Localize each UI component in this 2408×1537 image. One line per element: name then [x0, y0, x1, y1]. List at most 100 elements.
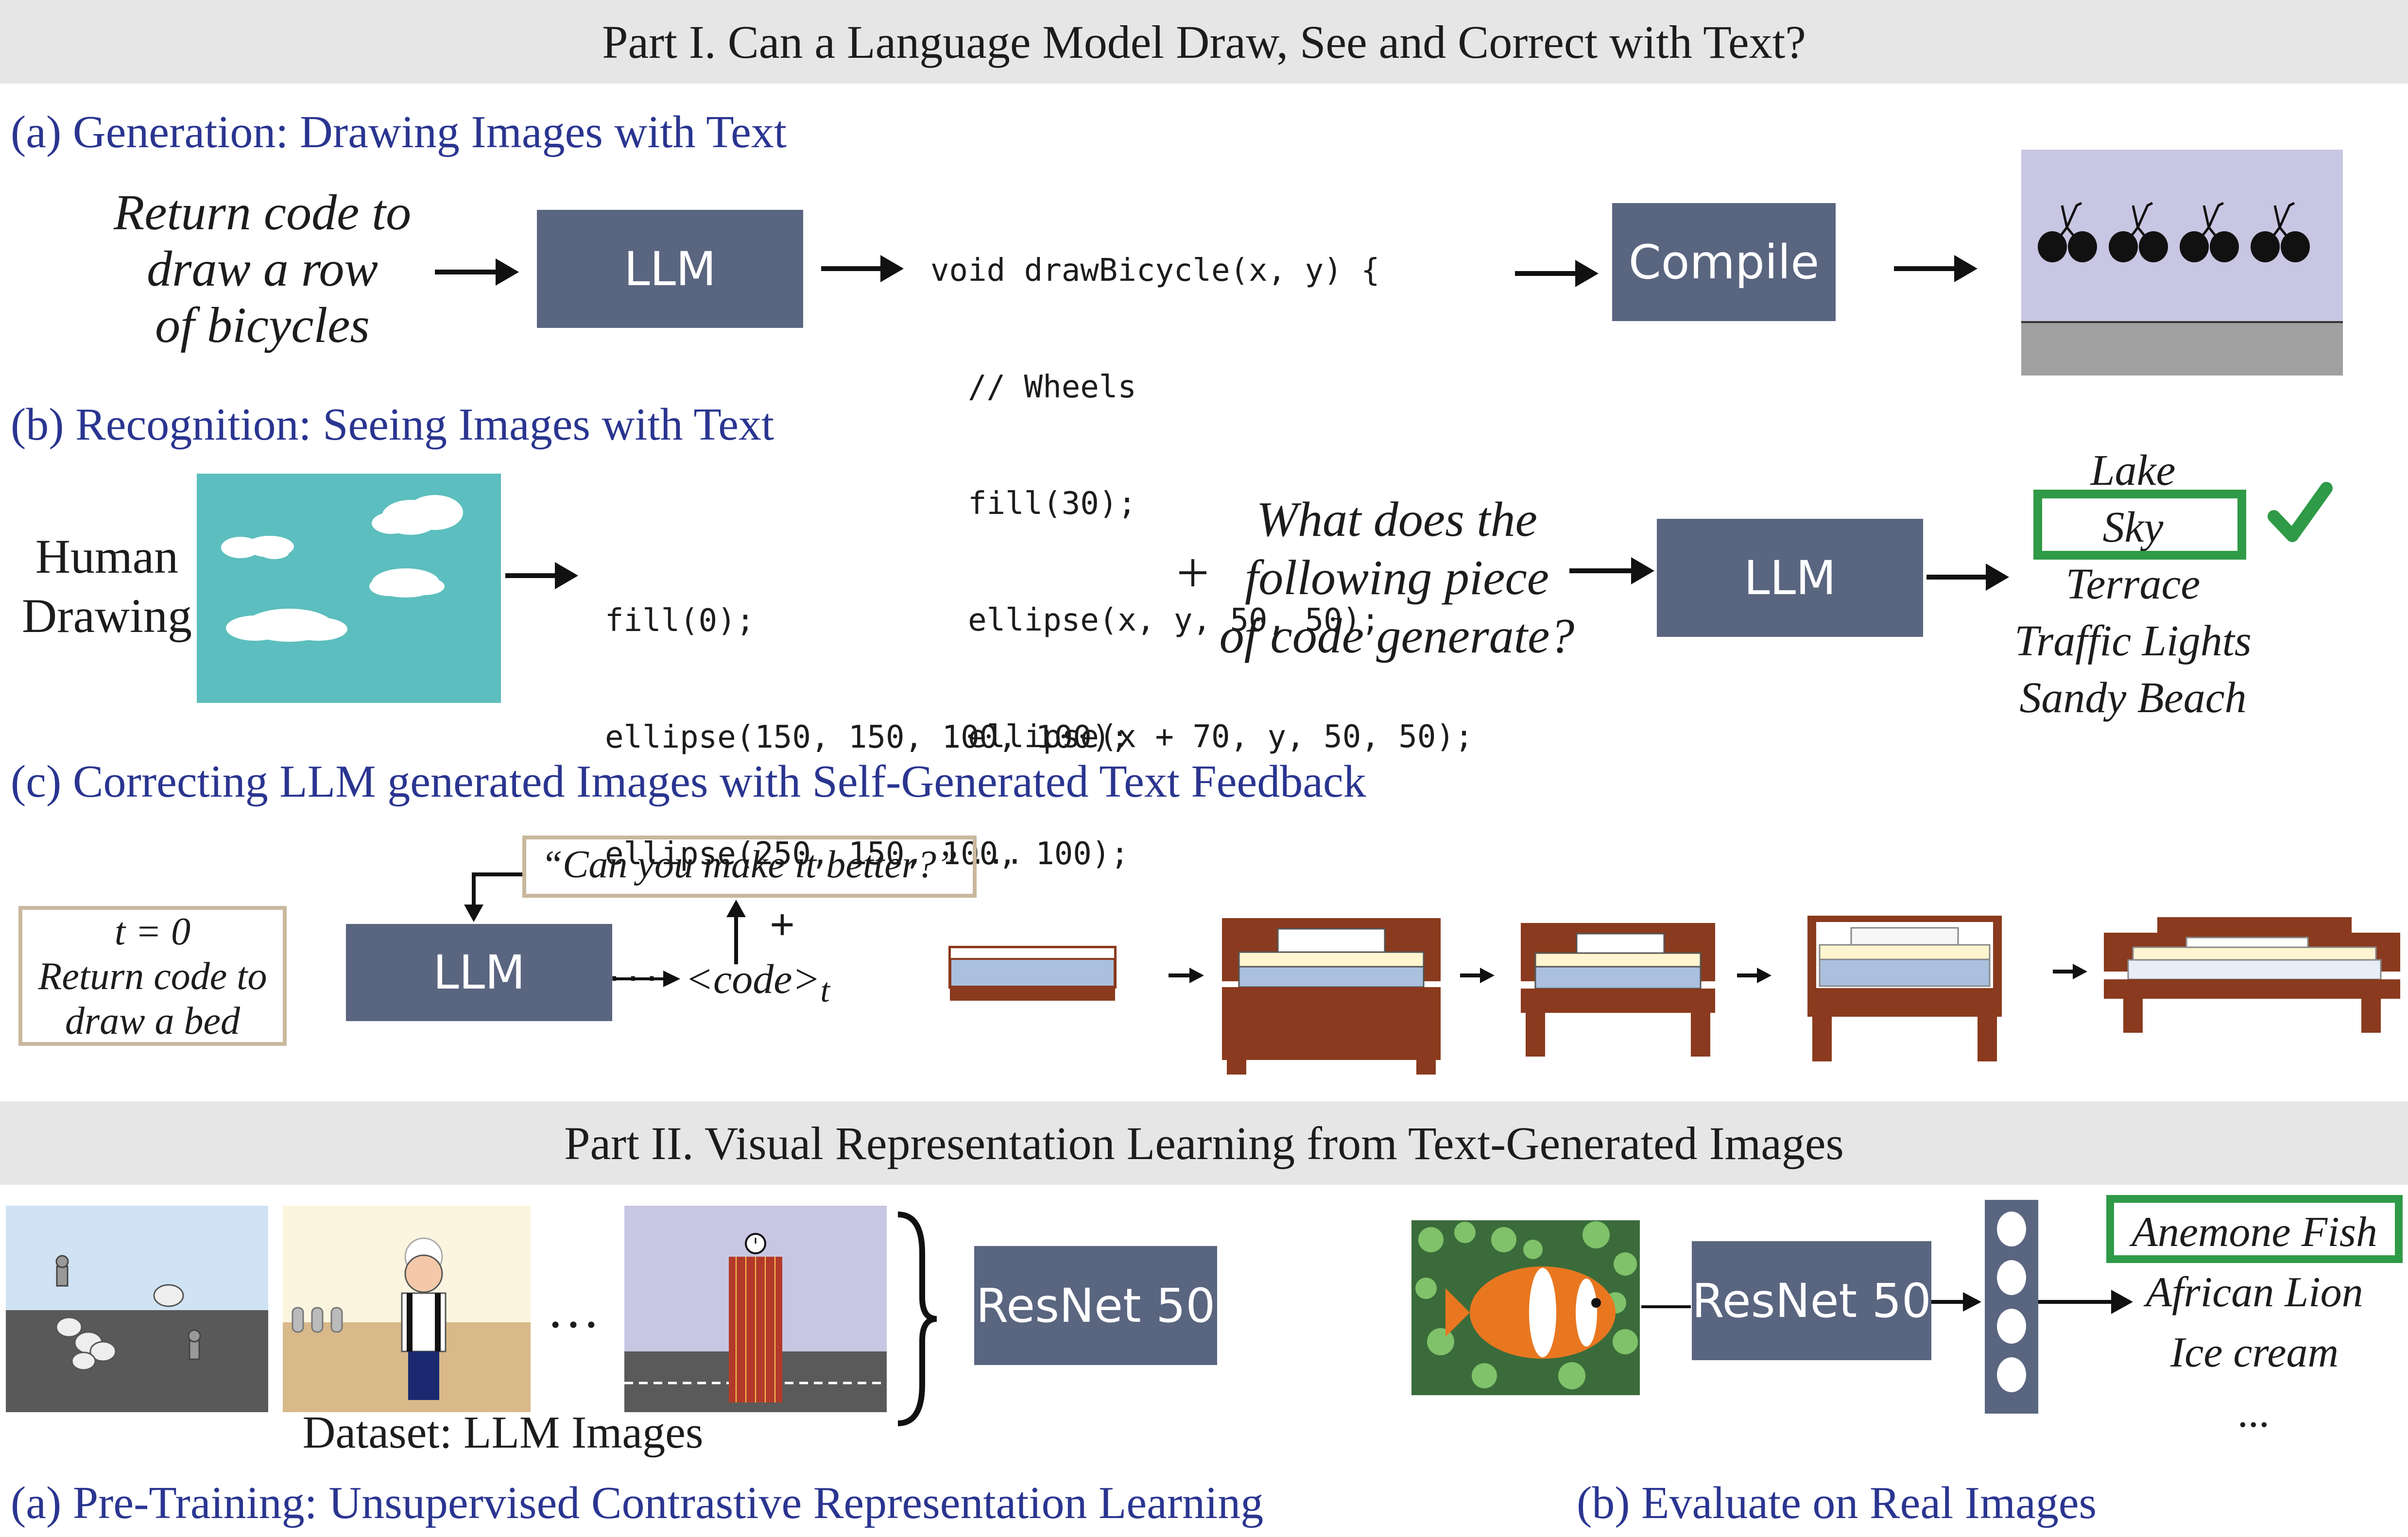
start-prompt-box	[18, 906, 287, 1046]
option-item: Sandy Beach	[2019, 674, 2247, 722]
code-line: void drawBicycle(x, y) {	[930, 253, 1380, 289]
recognition-code: fill(0); ellipse(150, 150, 100, 100); el…	[605, 524, 1129, 1029]
code-output-subscript: t	[820, 972, 830, 1010]
recognition-llm-box: LLM	[1657, 519, 1923, 637]
question-line: What does the	[1256, 492, 1537, 547]
code-line: ...	[930, 836, 1024, 871]
plus-sign: +	[1176, 540, 1209, 605]
dataset-label: Dataset: LLM Images	[302, 1407, 704, 1458]
generation-prompt: Return code to draw a row of bicycles	[73, 185, 452, 354]
eval-label-item: Anemone Fish	[2132, 1209, 2377, 1256]
option-item: Sky	[2102, 503, 2164, 551]
eval-label-item: African Lion	[2146, 1269, 2363, 1316]
compile-label: Compile	[1628, 235, 1820, 290]
eval-resnet-box: ResNet 50	[1692, 1241, 1931, 1360]
clownfish-image	[1411, 1220, 1640, 1395]
correction-heading: (c) Correcting LLM generated Images with…	[11, 756, 1366, 807]
code-line: // Wheels	[930, 369, 1136, 405]
start-line: draw a bed	[65, 1000, 240, 1042]
bed-iteration-4	[1807, 916, 2002, 1061]
eval-heading: (b) Evaluate on Real Images	[1577, 1478, 2097, 1528]
feedback-text: “Can you make it better?”	[541, 843, 958, 886]
part1-title: Part I. Can a Language Model Draw, See a…	[602, 16, 1806, 68]
part2-banner: Part II. Visual Representation Learning …	[0, 1101, 2408, 1185]
feature-vector-icon	[1985, 1200, 2038, 1414]
compile-box: Compile	[1612, 203, 1836, 321]
recognition-heading: (b) Recognition: Seeing Images with Text	[11, 399, 774, 450]
bed-iteration-3	[1521, 923, 1715, 1057]
start-line: t = 0	[114, 910, 191, 953]
generation-heading: (a) Generation: Drawing Images with Text	[11, 107, 787, 157]
pretrain-heading: (a) Pre-Training: Unsupervised Contrasti…	[11, 1478, 1264, 1528]
generation-llm-box: LLM	[537, 210, 803, 328]
code-line: ellipse(150, 150, 100, 100);	[605, 719, 1129, 755]
pretrain-resnet-box: ResNet 50	[974, 1246, 1217, 1365]
bed-sequence-images	[948, 916, 2400, 1075]
code-line: fill(30);	[930, 486, 1136, 522]
correct-option-highlight	[2033, 490, 2246, 560]
llm-label: LLM	[624, 241, 716, 296]
option-item: Traffic Lights	[2014, 617, 2252, 665]
recognition-question: What does the following piece of code ge…	[1205, 491, 1589, 666]
llm-label: LLM	[1744, 550, 1836, 605]
correction-llm-box: LLM	[346, 924, 612, 1021]
bed-iteration-2	[1222, 918, 1441, 1075]
eval-labels: Anemone Fish African Lion Ice cream ...	[2109, 1202, 2400, 1443]
bed-iteration-5	[2104, 917, 2400, 1033]
bicycle-icon	[2038, 202, 2097, 262]
resnet-label: ResNet 50	[1692, 1273, 1931, 1328]
bed-iteration-1	[948, 946, 1117, 1001]
dataset-brace	[897, 1212, 937, 1426]
input-line: Human	[35, 529, 179, 583]
arrow-icon	[1169, 968, 1204, 983]
human-drawing-clouds-image	[197, 474, 501, 703]
option-item: Terrace	[2065, 560, 2201, 608]
dataset-image-tower	[624, 1206, 887, 1412]
dataset-image-sheep	[6, 1206, 268, 1412]
code-line: ellipse(x + 70, y, 50, 50);	[930, 719, 1474, 755]
code-line: fill(0);	[605, 603, 755, 639]
input-line: Drawing	[22, 589, 192, 643]
arrow-icon	[1737, 968, 1772, 983]
part2-title: Part II. Visual Representation Learning …	[564, 1117, 1844, 1169]
start-prompt: t = 0 Return code to draw a bed	[18, 909, 287, 1043]
recognition-options: Lake Sky Terrace Traffic Lights Sandy Be…	[1982, 442, 2284, 726]
code-line: ellipse(x, y, 50, 50);	[930, 602, 1380, 638]
option-item: Lake	[2090, 446, 2176, 495]
code-line: ellipse(250, 150, 100, 100);	[605, 836, 1129, 872]
llm-label: LLM	[433, 945, 525, 1000]
generated-bicycles-image	[2021, 150, 2343, 376]
eval-label-item: ...	[2238, 1389, 2270, 1436]
feedback-plus: +	[769, 900, 795, 949]
prompt-line: draw a row	[147, 241, 378, 297]
bicycle-icon	[2180, 202, 2239, 262]
question-line: following piece	[1244, 550, 1549, 605]
arrow-icon	[2053, 964, 2087, 979]
eval-label-item: Ice cream	[2170, 1329, 2339, 1376]
code-output: <code>t	[685, 955, 830, 1010]
prompt-line: of bicycles	[155, 297, 370, 353]
checkmark-icon	[2268, 482, 2333, 542]
start-line: Return code to	[38, 955, 267, 998]
question-line: of code generate?	[1219, 609, 1575, 664]
feedback-box	[522, 836, 977, 898]
dataset-ellipsis: …	[547, 1280, 600, 1339]
code-line: ...	[605, 953, 661, 989]
correct-label-highlight	[2106, 1195, 2403, 1263]
code-output-label: <code>	[685, 956, 821, 1002]
prompt-line: Return code to	[113, 185, 412, 240]
arrow-icon	[1460, 968, 1495, 983]
bicycle-icon	[2109, 202, 2168, 262]
dataset-image-person	[283, 1206, 531, 1412]
human-drawing-label: Human Drawing	[15, 527, 199, 646]
resnet-label: ResNet 50	[976, 1278, 1216, 1333]
